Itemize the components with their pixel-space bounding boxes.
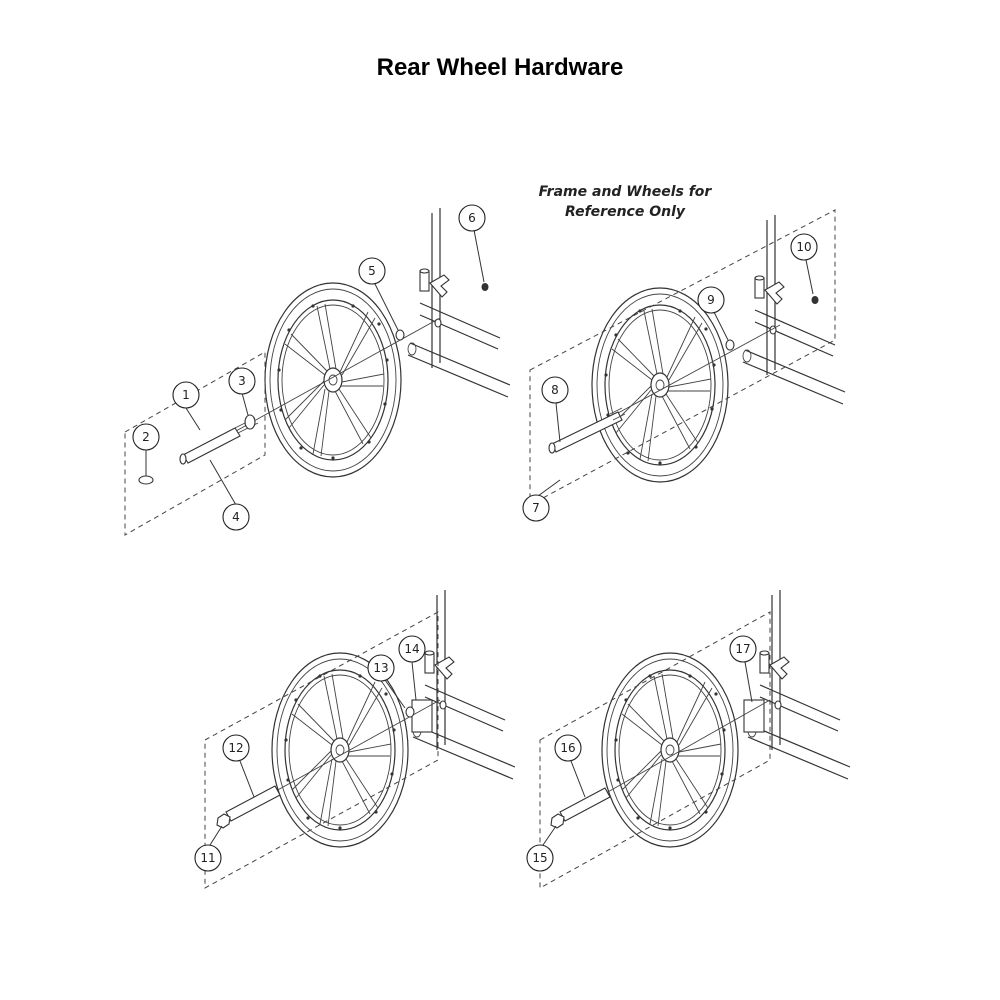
callout-12: 12 — [222, 734, 250, 762]
callout-7: 7 — [522, 494, 550, 522]
callout-14-label: 14 — [404, 642, 419, 656]
callout-15-label: 15 — [532, 851, 547, 865]
callout-10-label: 10 — [796, 240, 811, 254]
callout-3-label: 3 — [238, 374, 246, 388]
reference-note: Frame and Wheels for Reference Only — [520, 182, 730, 222]
callout-3: 3 — [228, 367, 256, 395]
assembly-bottom-left — [204, 589, 516, 889]
assembly-top-left — [124, 207, 511, 536]
callout-8-label: 8 — [551, 383, 559, 397]
callout-2: 2 — [132, 423, 160, 451]
assembly-top-right — [529, 209, 846, 506]
callout-4: 4 — [222, 503, 250, 531]
callout-17: 17 — [729, 635, 757, 663]
callout-5: 5 — [358, 257, 386, 285]
callout-16-label: 16 — [560, 741, 575, 755]
callout-14: 14 — [398, 635, 426, 663]
callout-17-label: 17 — [735, 642, 750, 656]
callout-6-label: 6 — [468, 211, 476, 225]
callout-11: 11 — [194, 844, 222, 872]
reference-note-line-1: Frame and Wheels for — [538, 184, 712, 200]
callout-8: 8 — [541, 376, 569, 404]
callout-4-label: 4 — [232, 510, 240, 524]
callout-9: 9 — [697, 286, 725, 314]
reference-note-line-2: Reference Only — [565, 204, 685, 220]
callout-10: 10 — [790, 233, 818, 261]
leader-lines — [145, 229, 814, 846]
callout-1-label: 1 — [182, 388, 190, 402]
callout-6: 6 — [458, 204, 486, 232]
callout-13: 13 — [367, 654, 395, 682]
callout-13-label: 13 — [373, 661, 388, 675]
callout-11-label: 11 — [200, 851, 215, 865]
callout-5-label: 5 — [368, 264, 376, 278]
callout-15: 15 — [526, 844, 554, 872]
page-title: Rear Wheel Hardware — [376, 54, 624, 81]
callout-16: 16 — [554, 734, 582, 762]
assembly-bottom-right — [539, 589, 851, 889]
callout-2-label: 2 — [142, 430, 150, 444]
callout-7-label: 7 — [532, 501, 540, 515]
callout-12-label: 12 — [228, 741, 243, 755]
callout-9-label: 9 — [707, 293, 715, 307]
callout-1: 1 — [172, 381, 200, 409]
